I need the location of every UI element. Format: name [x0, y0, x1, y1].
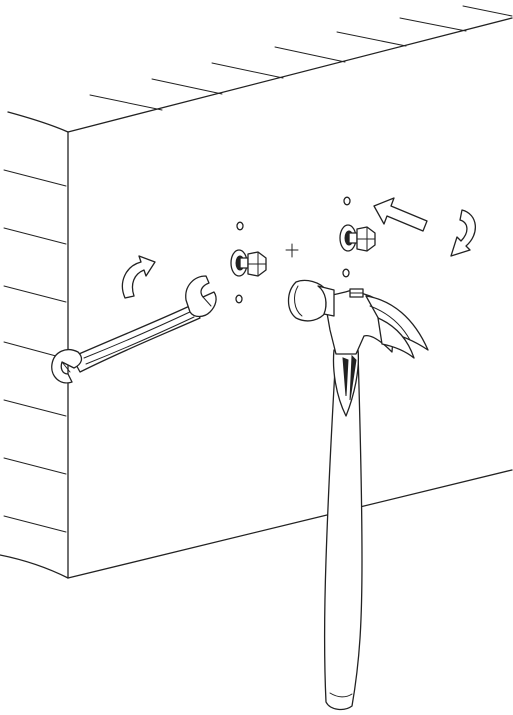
wall-top-surface [7, 5, 513, 133]
center-mark [285, 243, 299, 258]
mounting-holes [235, 196, 351, 304]
right-bolt-assembly [339, 224, 376, 252]
left-bolt-assembly [230, 249, 267, 277]
hammer-icon [287, 279, 429, 711]
insert-direction-arrow [373, 197, 428, 232]
wrench-icon [51, 275, 217, 384]
rotate-arrow-left [121, 255, 156, 299]
rotate-arrow-right [450, 209, 476, 257]
